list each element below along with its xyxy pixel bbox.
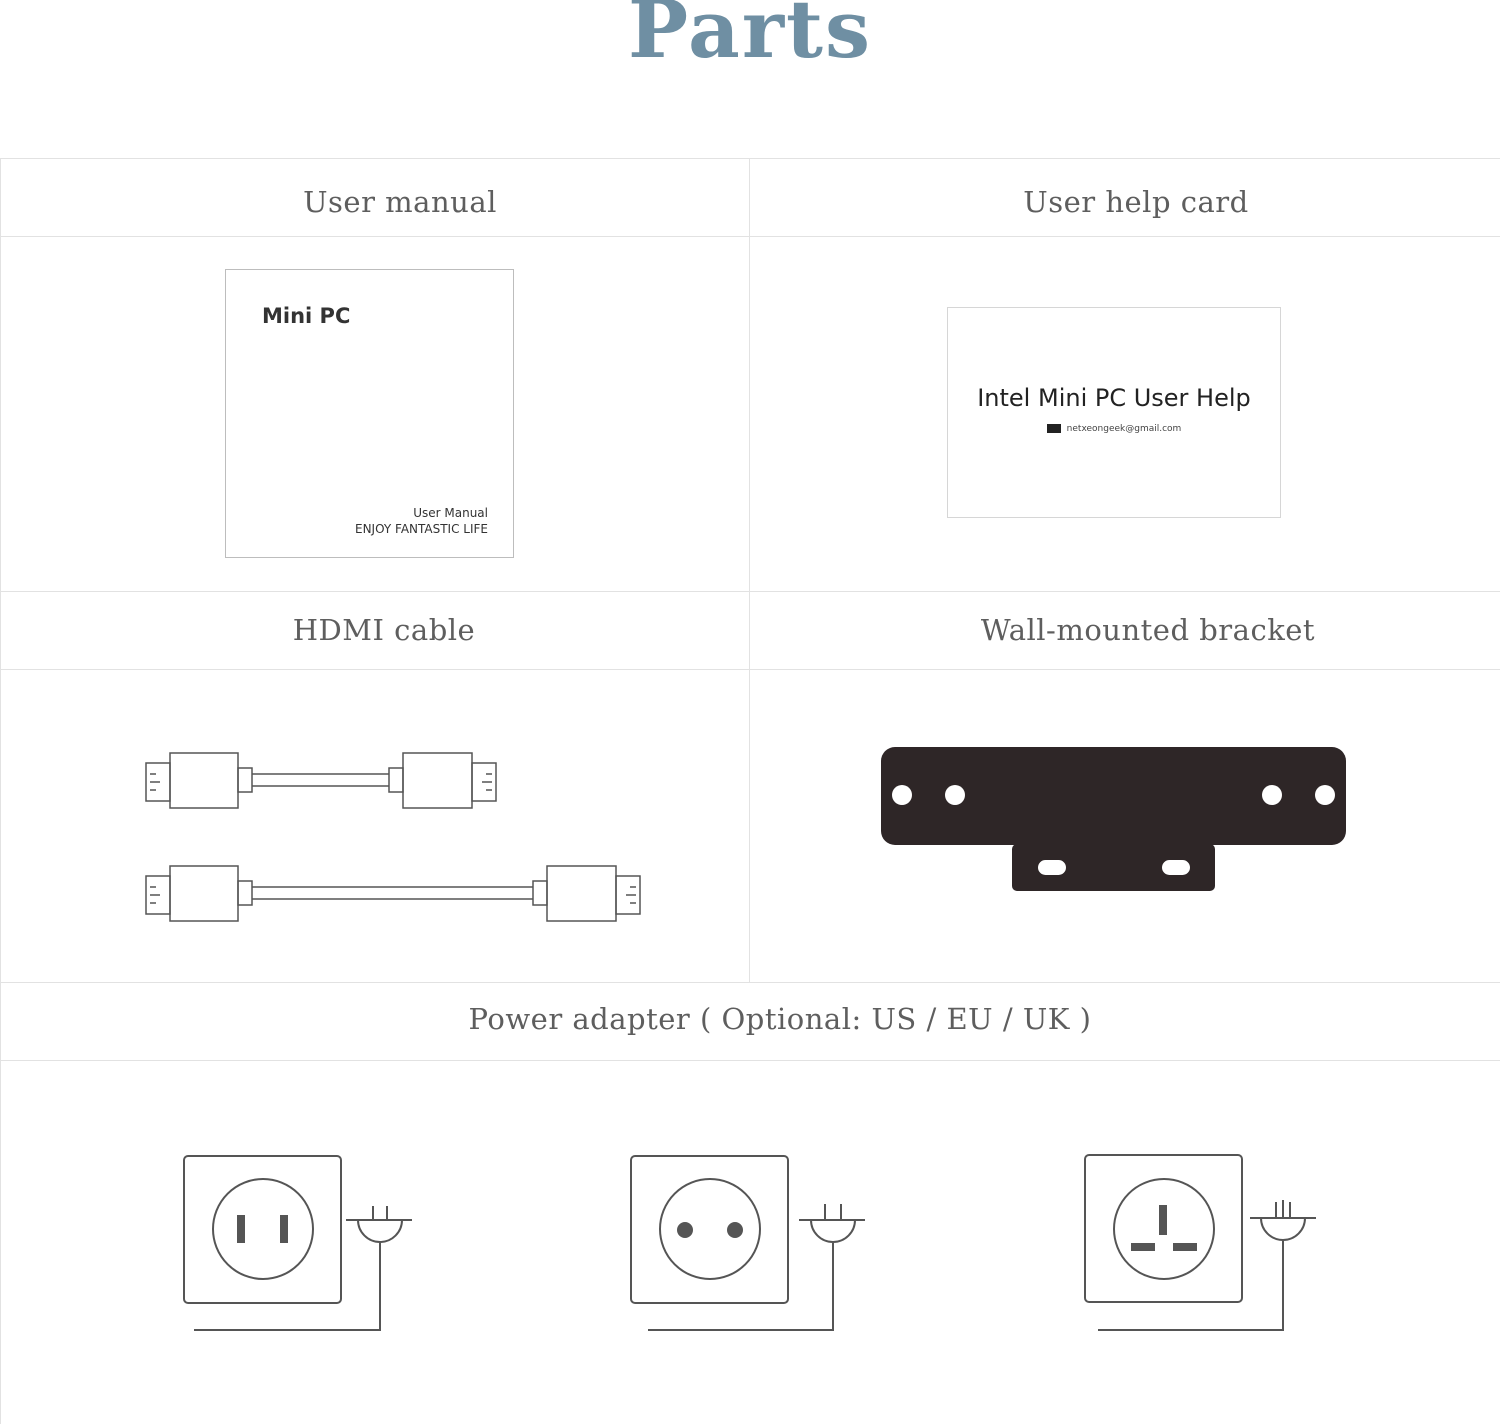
divider xyxy=(0,591,1500,592)
page-title: Parts xyxy=(628,0,872,76)
user-manual-label: User manual xyxy=(303,185,497,219)
user-help-card: Intel Mini PC User Help netxeongeek@gmai… xyxy=(947,307,1281,518)
hdmi-cable-short xyxy=(145,752,497,809)
help-card-title: Intel Mini PC User Help xyxy=(977,384,1251,412)
hdmi-cable-label: HDMI cable xyxy=(292,613,476,647)
uk-socket-illustration xyxy=(1084,1154,1316,1331)
manual-cover-title: Mini PC xyxy=(262,304,351,328)
help-card-email-row: netxeongeek@gmail.com xyxy=(948,424,1280,434)
help-card-label: User help card xyxy=(1023,185,1249,219)
envelope-icon xyxy=(1046,424,1061,433)
wall-bracket-illustration xyxy=(881,747,1346,891)
us-socket-illustration xyxy=(183,1155,412,1331)
divider xyxy=(0,982,1500,983)
divider xyxy=(749,158,750,982)
manual-cover-tagline: ENJOY FANTASTIC LIFE xyxy=(354,522,488,536)
divider xyxy=(0,1060,1500,1061)
divider xyxy=(0,669,1500,670)
manual-cover-subtitle: User Manual xyxy=(413,506,488,520)
divider xyxy=(0,236,1500,237)
user-manual-cover: Mini PC User Manual ENJOY FANTASTIC LIFE xyxy=(225,269,514,558)
power-adapter-label: Power adapter ( Optional: US / EU / UK ) xyxy=(468,1002,1092,1036)
bracket-label: Wall-mounted bracket xyxy=(980,613,1316,647)
divider xyxy=(0,158,1,1424)
help-card-email: netxeongeek@gmail.com xyxy=(1066,424,1182,434)
eu-socket-illustration xyxy=(630,1155,865,1331)
hdmi-cables-illustration xyxy=(145,752,641,922)
hdmi-cable-long xyxy=(145,865,641,922)
divider xyxy=(0,158,1500,159)
